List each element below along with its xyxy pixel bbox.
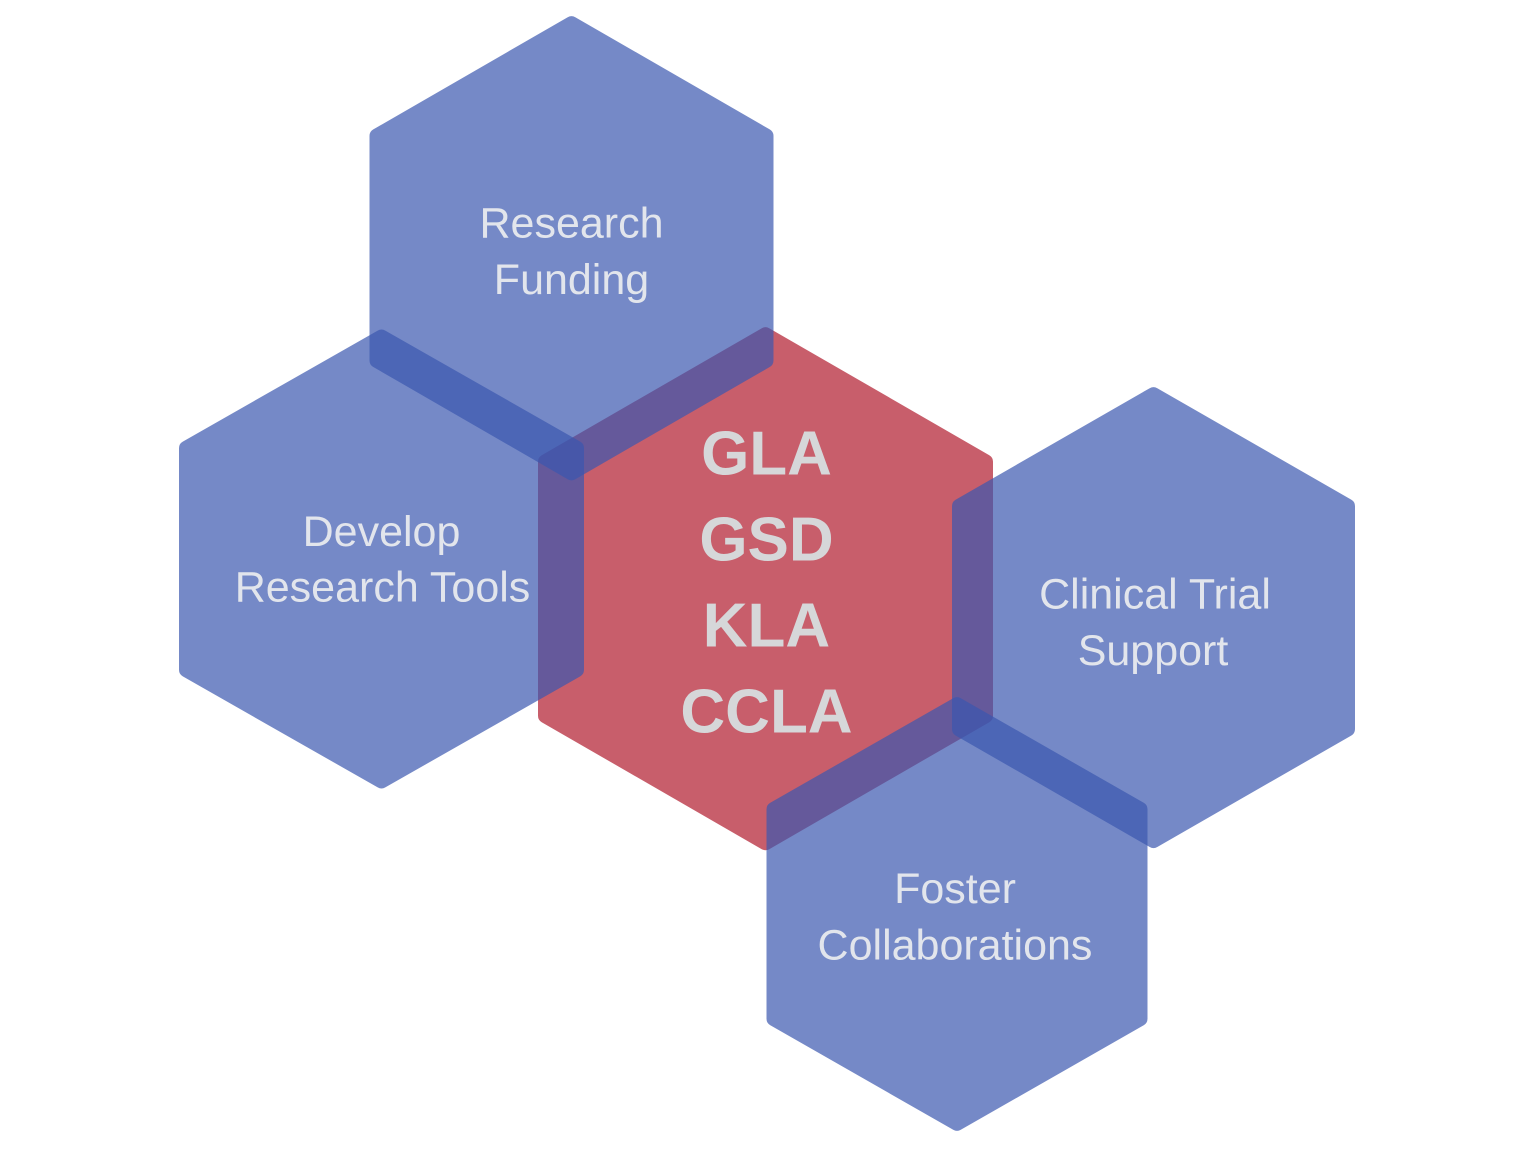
svg-text:Develop: Develop: [303, 508, 461, 556]
svg-text:Foster: Foster: [894, 865, 1016, 913]
svg-text:Funding: Funding: [494, 256, 649, 304]
svg-text:Research: Research: [479, 200, 663, 248]
svg-text:Support: Support: [1078, 627, 1229, 675]
svg-text:GLA: GLA: [701, 419, 832, 488]
svg-text:KLA: KLA: [703, 591, 830, 660]
svg-text:Collaborations: Collaborations: [818, 922, 1093, 970]
svg-text:GSD: GSD: [699, 505, 833, 574]
svg-text:CCLA: CCLA: [680, 677, 852, 746]
svg-text:Clinical Trial: Clinical Trial: [1039, 571, 1271, 619]
svg-text:Research Tools: Research Tools: [235, 564, 531, 612]
